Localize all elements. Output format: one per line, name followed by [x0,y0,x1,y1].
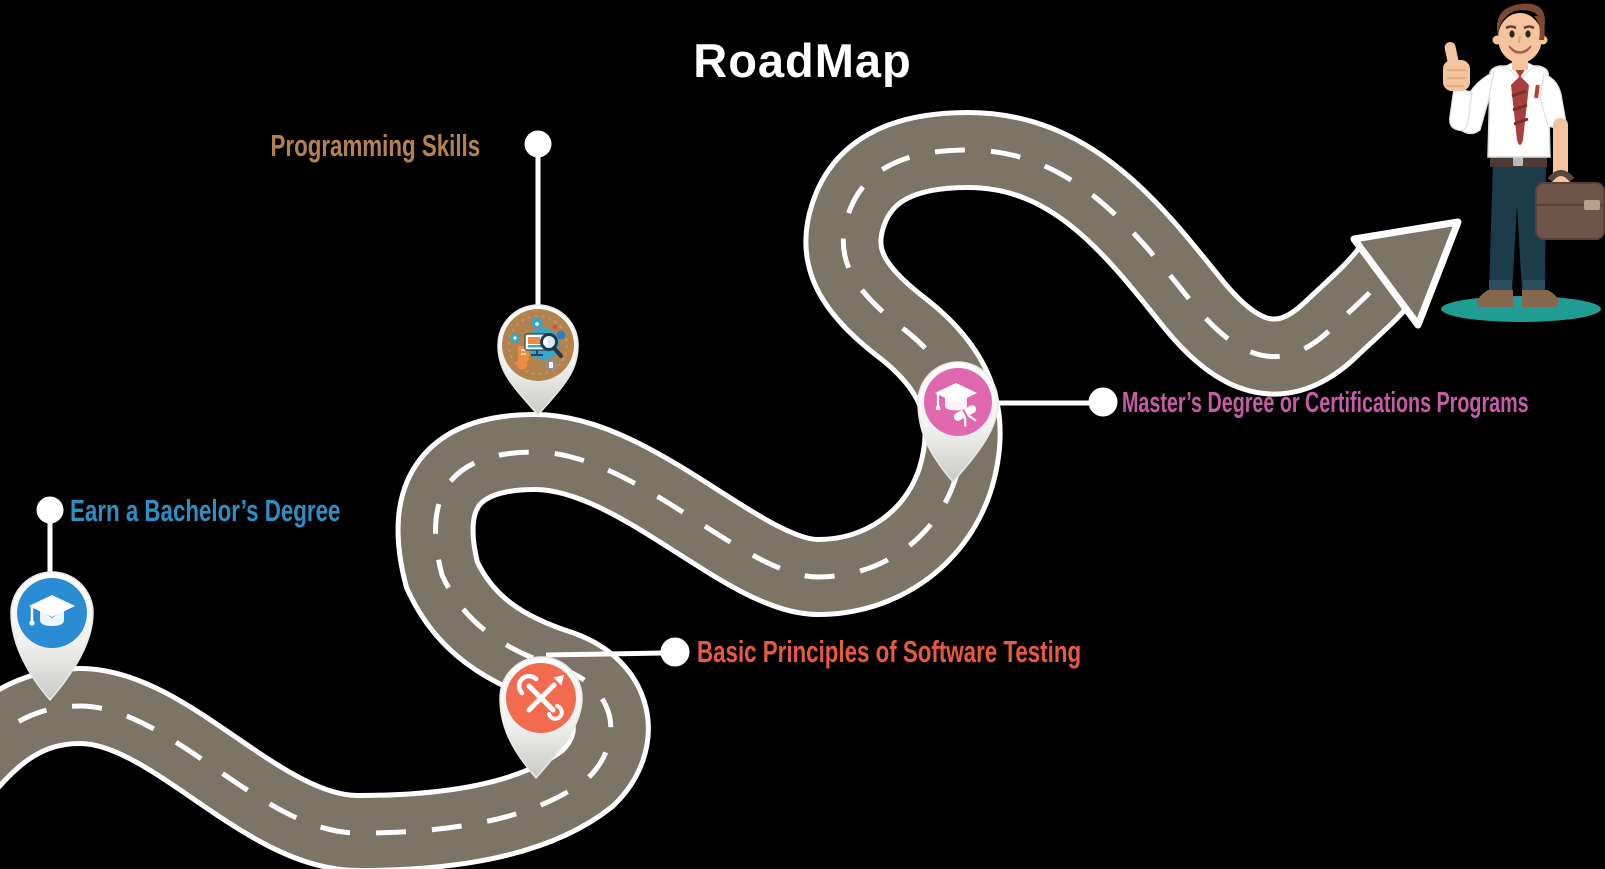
milestone-label-testing: Basic Principles of Software Testing [697,634,1082,669]
road [0,109,1462,869]
milestone-label-masters: Master’s Degree or Certifications Progra… [1122,387,1529,419]
thumbs-up-hand [1443,42,1470,91]
software-development-illustration-icon [508,315,568,375]
crossed-tools-icon [516,673,565,721]
graduation-cap-icon [29,595,75,626]
milestone-dot-masters [1088,387,1118,417]
road-arrow-icon [1350,218,1462,329]
milestone-label-bachelors: Earn a Bachelor’s Degree [70,493,341,528]
briefcase-icon [1535,182,1605,240]
milestone-dot-programming [524,130,552,158]
graduation-cap-diploma-icon [935,383,977,427]
milestone-dot-bachelors [36,496,64,524]
pin-programming [497,304,579,417]
milestone-label-programming: Programming Skills [270,128,480,163]
pin-masters [917,361,999,484]
hair [1496,3,1545,36]
figure-base-shadow [1441,296,1601,322]
connector-testing [545,650,663,658]
road-surface [0,114,1416,869]
milestone-connectors [36,130,1118,667]
page-title: RoadMap [693,34,912,88]
milestone-dot-testing [660,637,690,667]
pin-testing [499,656,583,780]
businessman-illustration [1441,3,1605,322]
pin-bachelors [10,571,94,702]
